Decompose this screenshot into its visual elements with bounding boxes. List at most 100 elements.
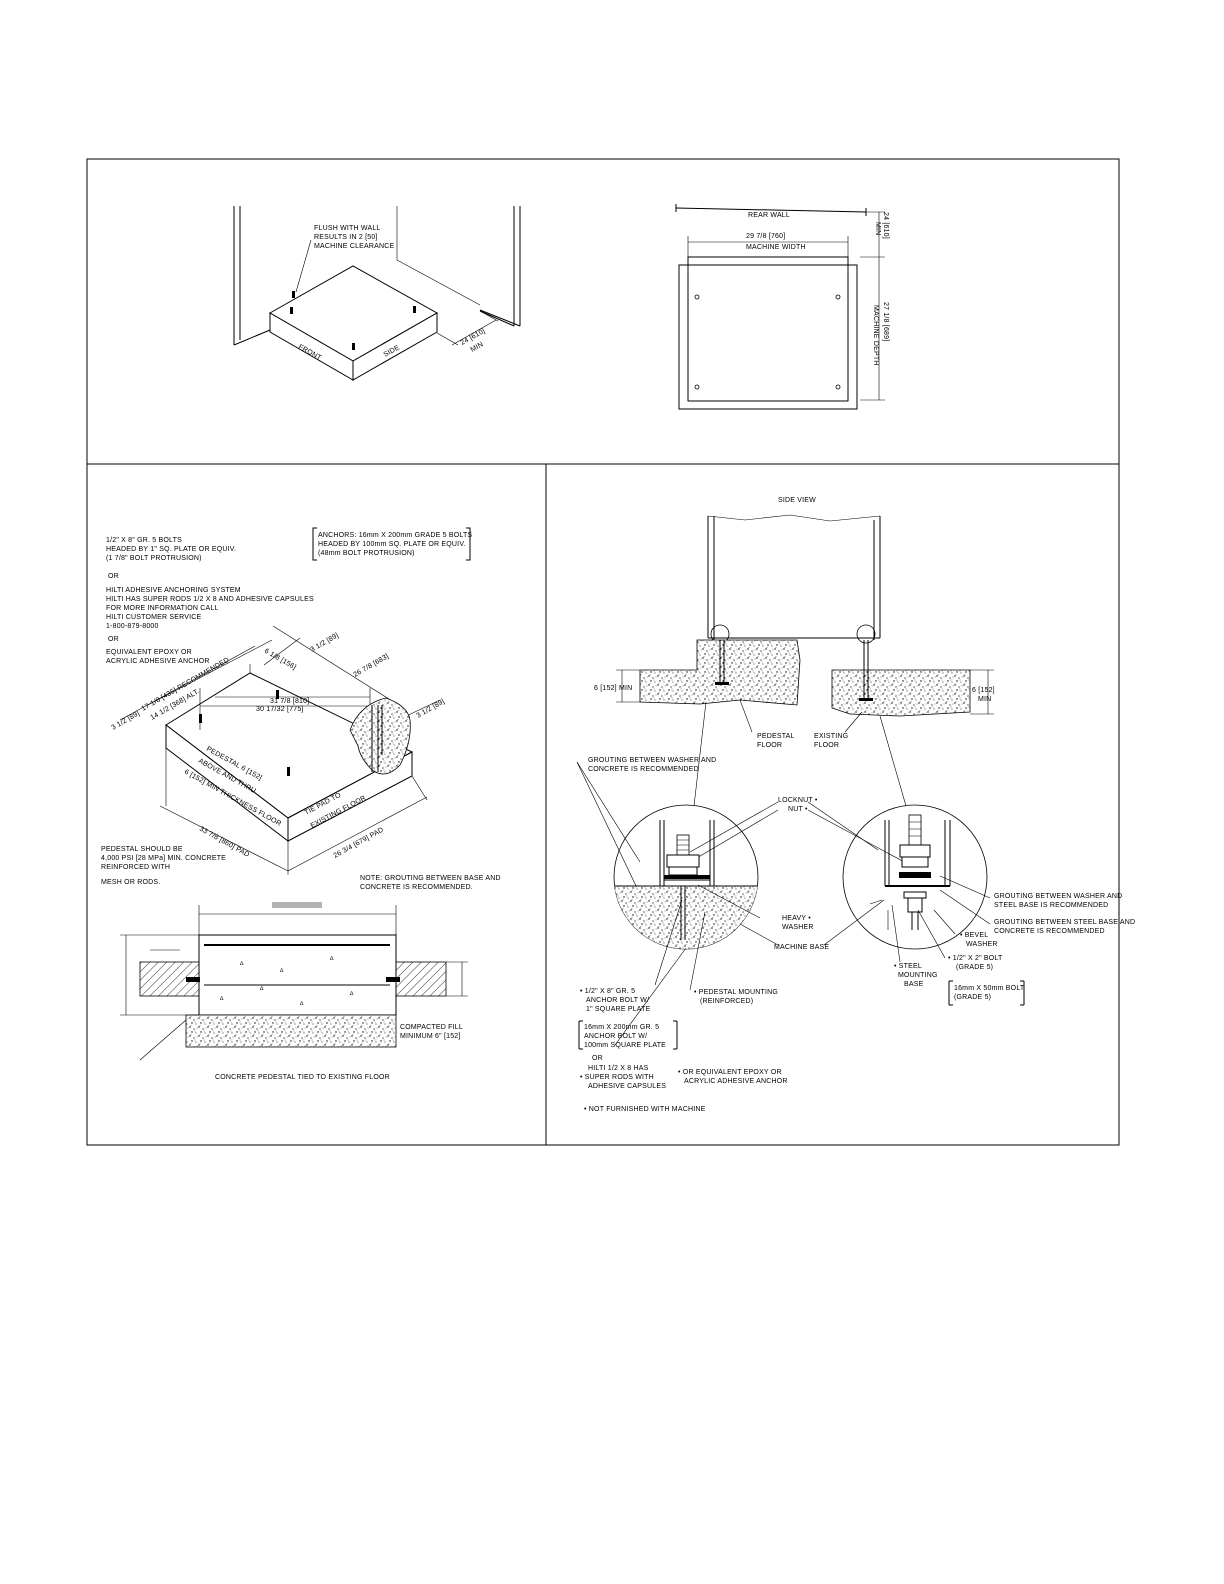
rear-clear-min: MIN	[874, 222, 881, 235]
svg-text:∆: ∆	[220, 996, 224, 1002]
bolt-half-label: • 1/2" X 2" BOLT	[948, 955, 1003, 962]
svg-text:∆: ∆	[350, 991, 354, 997]
epoxy-label: • OR EQUIVALENT EPOXY OR	[678, 1069, 782, 1076]
hilti-label: HILTI 1/2 X 8 HAS	[588, 1065, 649, 1072]
hilti-label: • SUPER RODS WITH	[580, 1074, 654, 1081]
bolt-note-line: HILTI HAS SUPER RODS 1/2 X 8 AND ADHESIV…	[106, 596, 314, 603]
existing-floor-label: EXISTING	[814, 733, 848, 740]
isometric-pedestal	[119, 625, 441, 875]
grout-steel-concrete-note: CONCRETE IS RECOMMENDED	[994, 928, 1105, 935]
dim-d10: 33 7/8 [860] PAD	[198, 826, 250, 859]
machine-base-label: MACHINE BASE	[774, 944, 829, 951]
dim-d9: 3 1/2 [89]	[416, 698, 447, 720]
grout-note-line: CONCRETE IS RECOMMENDED.	[360, 884, 473, 891]
bolt-note-line: HILTI ADHESIVE ANCHORING SYSTEM	[106, 587, 241, 594]
width-dim: 29 7/8 [760]	[746, 233, 785, 240]
flush-note: FLUSH WITH WALL RESULTS IN 2 [50] MACHIN…	[314, 225, 395, 250]
pedestal-should-note: PEDESTAL SHOULD BE 4,000 PSI [28 MPa] MI…	[101, 846, 226, 886]
anchor-note-line: (48mm BOLT PROTRUSION)	[318, 550, 415, 557]
heavy-washer-label: HEAVY •	[782, 915, 811, 922]
anchor-note-box: ANCHORS: 16mm X 200mm GRADE 5 BOLTS HEAD…	[312, 527, 472, 561]
isometric-pad-view	[233, 206, 521, 381]
dim-d7: 30 17/32 [775]	[256, 706, 304, 713]
clearance-dim-min: MIN	[470, 341, 485, 354]
pedestal-should-line: REINFORCED WITH	[101, 864, 170, 871]
bevel-washer-label: • BEVEL	[960, 932, 988, 939]
bolt-note-line: OR	[108, 636, 119, 643]
bolt-note-line: ACRYLIC ADHESIVE ANCHOR	[106, 658, 210, 665]
existing-floor-label: FLOOR	[814, 742, 839, 749]
steel-mount-label: • STEEL	[894, 963, 922, 970]
grout-note: NOTE: GROUTING BETWEEN BASE AND CONCRETE…	[360, 875, 501, 891]
compacted-line: COMPACTED FILL	[400, 1024, 463, 1031]
svg-text:∆: ∆	[330, 956, 334, 962]
nut-label: NUT •	[788, 806, 808, 813]
pedestal-mount-label: • PEDESTAL MOUNTING	[694, 989, 778, 996]
grout-washer-note: GROUTING BETWEEN WASHER AND	[588, 757, 716, 764]
bolt-note-line: HEADED BY 1" SQ. PLATE OR EQUIV.	[106, 546, 236, 553]
bolt-16-label: (GRADE 5)	[954, 994, 991, 1001]
epoxy-label: ACRYLIC ADHESIVE ANCHOR	[684, 1078, 788, 1085]
svg-text:∆: ∆	[240, 961, 244, 967]
side-view-title: SIDE VIEW	[778, 497, 816, 504]
rear-clear-dim: 24 [610]	[882, 212, 889, 239]
flush-note-line: FLUSH WITH WALL	[314, 225, 381, 232]
dim-d6: 31 7/8 [810]	[270, 698, 309, 705]
or-label: OR	[592, 1055, 603, 1062]
bolt-note: 1/2" X 8" GR. 5 BOLTS HEADED BY 1" SQ. P…	[106, 537, 314, 665]
locknut-label: LOCKNUT •	[778, 797, 818, 804]
anchor-16-label: 16mm X 200mm GR. 5	[584, 1024, 659, 1031]
pedestal-floor-label: PEDESTAL	[757, 733, 795, 740]
bolt-16-label: 16mm X 50mm BOLT	[954, 985, 1025, 992]
bolt-note-line: OR	[108, 573, 119, 580]
bolt-note-line: 1/2" X 8" GR. 5 BOLTS	[106, 537, 182, 544]
pedestal-mount-label: (REINFORCED)	[700, 998, 753, 1005]
width-dim-label: MACHINE WIDTH	[746, 244, 806, 251]
flush-note-line: MACHINE CLEARANCE	[314, 243, 395, 250]
bolt-note-line: (1 7/8" BOLT PROTRUSION)	[106, 555, 202, 562]
bolt-note-line: EQUIVALENT EPOXY OR	[106, 649, 192, 656]
dim-d2: 3 1/2 [89]	[310, 632, 341, 654]
grout-steel-washer-note: GROUTING BETWEEN WASHER AND	[994, 893, 1122, 900]
steel-mount-label: MOUNTING	[898, 972, 938, 979]
grout-note-line: NOTE: GROUTING BETWEEN BASE AND	[360, 875, 501, 882]
grout-steel-concrete-note: GROUTING BETWEEN STEEL BASE AND	[994, 919, 1135, 926]
pedestal-floor-label: FLOOR	[757, 742, 782, 749]
anchor-bolt-label: • 1/2" X 8" GR. 5	[580, 988, 635, 995]
pedestal-section: ∆ ∆ ∆ ∆ ∆ ∆ ∆	[120, 902, 468, 1061]
bolt-half-label: (GRADE 5)	[956, 964, 993, 971]
flush-note-line: RESULTS IN 2 [50]	[314, 234, 378, 241]
steel-mount-label: BASE	[904, 981, 924, 988]
anchor-bolt-label: ANCHOR BOLT W/	[586, 997, 649, 1004]
bevel-washer-label: WASHER	[966, 941, 998, 948]
not-furnished-note: • NOT FURNISHED WITH MACHINE	[584, 1106, 706, 1113]
bolt-note-line: FOR MORE INFORMATION CALL	[106, 605, 219, 612]
grout-steel-washer-note: STEEL BASE IS RECOMMENDED	[994, 902, 1108, 909]
section-caption: CONCRETE PEDESTAL TIED TO EXISTING FLOOR	[215, 1074, 390, 1081]
panel-frames	[86, 158, 1120, 1146]
min-dim: 6 [152] MIN	[594, 685, 632, 692]
anchor-note-line: ANCHORS: 16mm X 200mm GRADE 5 BOLTS	[318, 532, 472, 539]
dim-d1: 6 1/8 [156]	[263, 648, 297, 672]
anchor-16-label: 100mm SQUARE PLATE	[584, 1042, 666, 1049]
grout-washer-note: CONCRETE IS RECOMMENDED	[588, 766, 699, 773]
svg-text:∆: ∆	[260, 986, 264, 992]
anchor-bolt-label: 1" SQUARE PLATE	[586, 1006, 651, 1013]
depth-dim-label: MACHINE DEPTH	[872, 305, 879, 366]
hilti-label: ADHESIVE CAPSULES	[588, 1083, 666, 1090]
svg-text:∆: ∆	[300, 1001, 304, 1007]
svg-text:∆: ∆	[280, 968, 284, 974]
rear-wall-label: REAR WALL	[748, 212, 790, 219]
pedestal-should-line: PEDESTAL SHOULD BE	[101, 846, 183, 853]
req-dim-min: MIN	[978, 696, 991, 703]
pedestal-should-line: MESH OR RODS.	[101, 879, 160, 886]
anchor-16-label: ANCHOR BOLT W/	[584, 1033, 647, 1040]
anchor-note-line: HEADED BY 100mm SQ. PLATE OR EQUIV.	[318, 541, 466, 548]
plan-view	[675, 204, 885, 410]
bolt-note-line: HILTI CUSTOMER SERVICE	[106, 614, 202, 621]
compacted-line: MINIMUM 6" [152]	[400, 1033, 461, 1040]
bolt-note-line: 1-800-879-8000	[106, 623, 159, 630]
depth-dim: 27 1/8 [689]	[882, 302, 889, 341]
pedestal-should-line: 4,000 PSI [28 MPa] MIN. CONCRETE	[101, 855, 226, 862]
